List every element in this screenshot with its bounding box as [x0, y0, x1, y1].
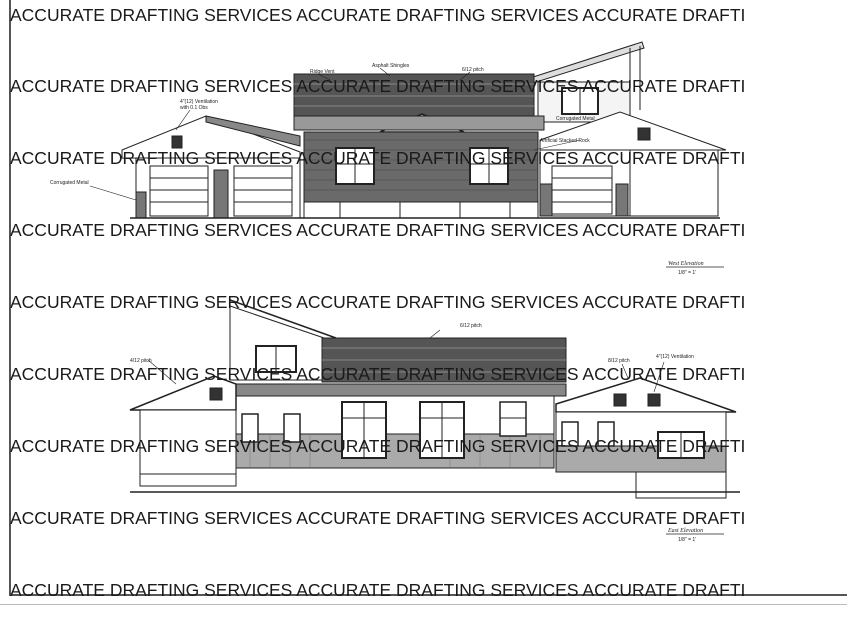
note-vent: 4"(12) Ventilation	[180, 99, 218, 105]
rear-left-wing-wall	[139, 409, 237, 475]
front-garage-door-1	[149, 165, 209, 217]
note-pitch-left: 4/12 pitch	[130, 358, 152, 364]
front-elevation: Asphalt Shingles Ridge Vent 6/12 pitch 4…	[50, 41, 727, 276]
rear-right-gable	[555, 377, 737, 413]
note-asphalt: Asphalt Shingles	[372, 63, 410, 69]
sheet-border-left	[9, 0, 11, 596]
front-shed-roof	[529, 41, 645, 85]
front-left-gable	[121, 115, 301, 161]
rear-window-4	[561, 421, 579, 447]
front-right-gable	[539, 111, 727, 151]
rear-window-1	[241, 413, 259, 443]
rear-elevation-title: East Elevation	[667, 528, 703, 534]
rear-elevation: 6/12 pitch 4/12 pitch 8/12 pitch 4"(12) …	[129, 299, 740, 543]
front-corrugated-band	[293, 115, 545, 131]
front-main-roof	[293, 73, 535, 117]
front-garage-door-2	[233, 165, 293, 217]
front-elevation-scale: 1/8" = 1'	[678, 270, 696, 276]
note-pitch-main: 6/12 pitch	[462, 67, 484, 73]
rear-window-3	[499, 401, 527, 437]
sheet-border-bottom	[9, 594, 847, 596]
note-ridge: Ridge Vent	[310, 69, 335, 75]
rear-elevation-scale: 1/8" = 1'	[678, 537, 696, 543]
note-vent2: with 0.1 Obs	[180, 105, 208, 111]
note-stone: Artificial Stacked Rock	[540, 138, 590, 144]
front-porch-base	[303, 201, 539, 219]
note-corrugated-right: Corrugated Metal	[556, 116, 595, 122]
front-elevation-title: West Elevation	[668, 261, 704, 267]
note-pitch-right: 8/12 pitch	[608, 358, 630, 364]
note-rear-vent: 4"(12) Ventilation	[656, 354, 694, 360]
note-pitch-top: 6/12 pitch	[460, 323, 482, 329]
rear-window-2	[283, 413, 301, 443]
note-corrugated-left: Corrugated Metal	[50, 180, 89, 186]
sheet-edge-rule	[0, 604, 847, 605]
rear-window-5	[597, 421, 615, 447]
